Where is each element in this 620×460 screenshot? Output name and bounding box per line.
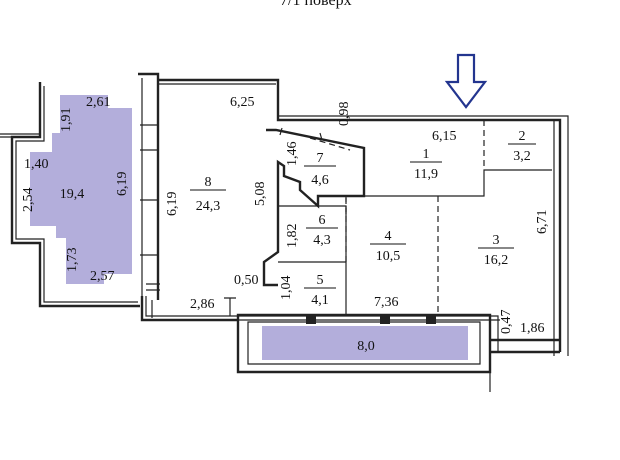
- dimension-label: 0,47: [499, 310, 514, 335]
- svg-text:4,3: 4,3: [313, 233, 331, 248]
- dimension-label: 1,40: [24, 157, 49, 172]
- dimension-label: 0,50: [234, 273, 259, 288]
- svg-text:8: 8: [205, 175, 212, 190]
- room-4-label: 4 10,5: [370, 229, 406, 264]
- svg-text:5: 5: [317, 273, 324, 288]
- room-2-label: 2 3,2: [508, 129, 536, 164]
- room-labels: 1 11,9 2 3,2 3 16,2 4 10,5 5 4,1 6 4,3: [60, 129, 536, 354]
- dimension-label: 6,15: [432, 129, 457, 144]
- svg-text:6: 6: [319, 213, 326, 228]
- room-5-label: 5 4,1: [304, 273, 336, 308]
- dimension-label: 6,19: [165, 192, 180, 217]
- svg-text:24,3: 24,3: [196, 199, 221, 214]
- dimension-label: 6,25: [230, 95, 255, 110]
- svg-text:1: 1: [423, 147, 430, 162]
- dimension-label: 2,54: [21, 188, 36, 213]
- room-1-label: 1 11,9: [410, 147, 442, 182]
- dimension-label: 6,71: [535, 210, 550, 235]
- dimension-label: 1,91: [59, 108, 74, 133]
- svg-text:10,5: 10,5: [376, 249, 401, 264]
- svg-text:4,6: 4,6: [311, 173, 329, 188]
- terrace-area: 19,4: [60, 187, 85, 202]
- dimension-labels: 2,61 1,91 1,40 2,54 1,73 2,57 6,19 6,19 …: [21, 95, 550, 336]
- svg-text:3,2: 3,2: [513, 149, 531, 164]
- dimension-label: 1,86: [520, 321, 545, 336]
- bottom-balcony: [236, 313, 500, 392]
- room-6-label: 6 4,3: [306, 213, 338, 248]
- partition-wall: [138, 72, 160, 300]
- balcony-area: 8,0: [357, 339, 375, 354]
- dimension-label: 1,82: [285, 224, 300, 249]
- floor-header: 7/1 поверх: [280, 0, 352, 9]
- left-terrace: [0, 82, 140, 308]
- dimension-label: 0,98: [337, 102, 352, 127]
- inner-walls: [146, 80, 552, 318]
- svg-text:4,1: 4,1: [311, 293, 329, 308]
- dimension-label: 2,57: [90, 269, 115, 284]
- dimension-label: 1,73: [65, 248, 80, 273]
- svg-text:2: 2: [519, 129, 526, 144]
- outer-walls: [140, 78, 569, 356]
- dimension-label: 6,19: [115, 172, 130, 197]
- dimension-label: 1,04: [279, 276, 294, 301]
- dimension-label: 2,61: [86, 95, 111, 110]
- svg-text:11,9: 11,9: [414, 167, 438, 182]
- dimension-label: 2,86: [190, 297, 215, 312]
- svg-text:3: 3: [493, 233, 500, 248]
- svg-text:7: 7: [317, 151, 324, 166]
- svg-text:4: 4: [385, 229, 392, 244]
- svg-text:16,2: 16,2: [484, 253, 509, 268]
- dimension-label: 5,08: [253, 182, 268, 207]
- room-3-label: 3 16,2: [478, 233, 514, 268]
- entrance-arrow-icon: [444, 53, 488, 109]
- dimension-label: 1,46: [285, 142, 300, 167]
- room-8-label: 8 24,3: [190, 175, 226, 214]
- room-7-label: 7 4,6: [304, 151, 336, 188]
- dimension-label: 7,36: [374, 295, 399, 310]
